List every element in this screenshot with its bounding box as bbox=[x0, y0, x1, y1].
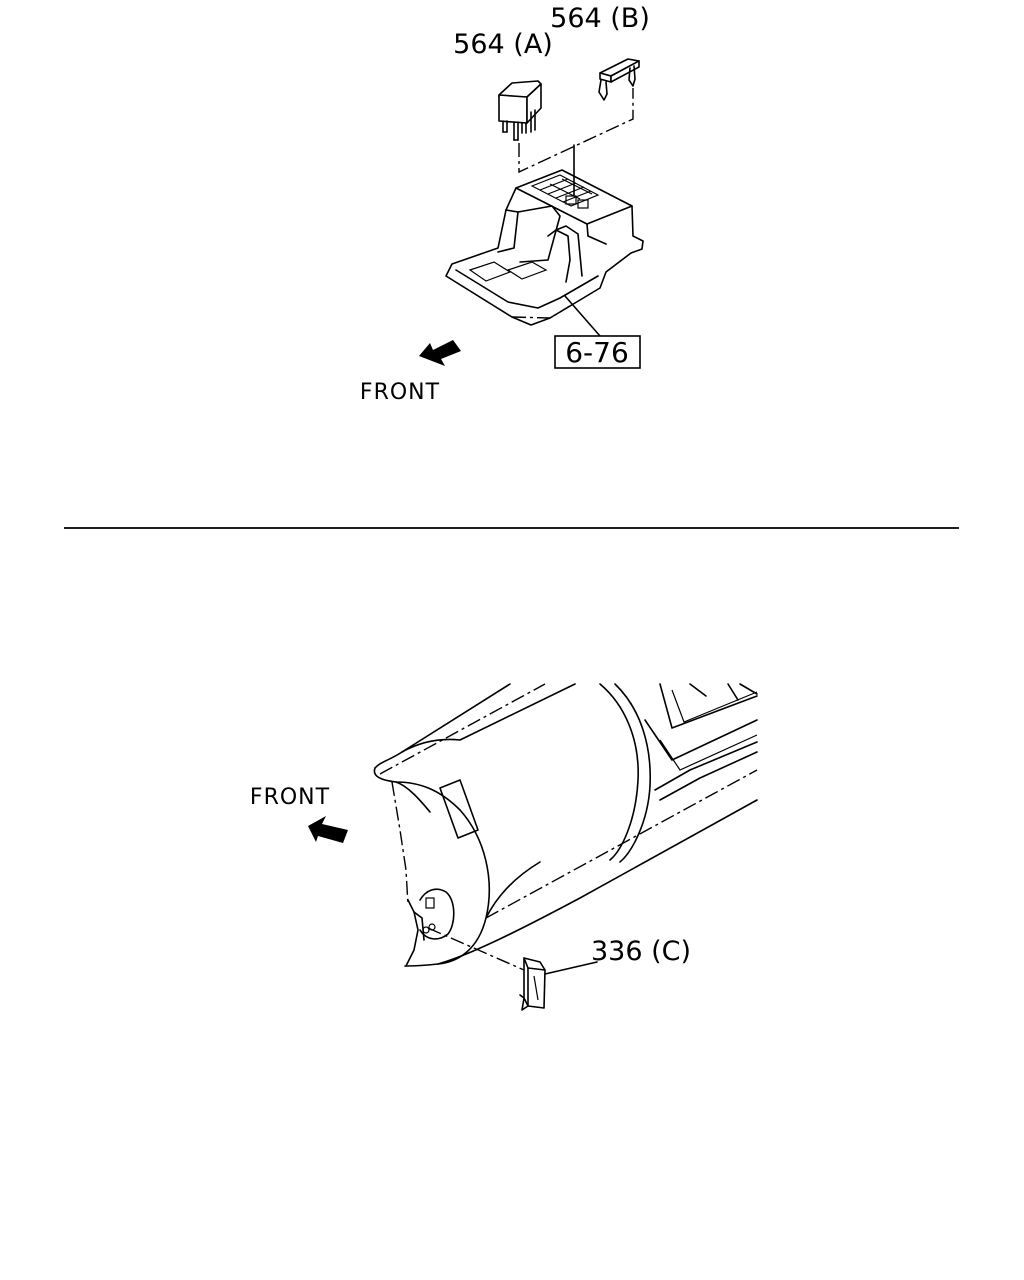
fuse-cover-564-b[interactable] bbox=[598, 58, 640, 101]
front-arrow-down-left-icon bbox=[419, 340, 461, 366]
front-label-top: FRONT bbox=[360, 380, 440, 405]
callout-336-c[interactable]: 336 (C) bbox=[591, 936, 691, 967]
fuse-box-housing bbox=[445, 169, 644, 326]
callout-564-b[interactable]: 564 (B) bbox=[550, 3, 650, 34]
instrument-panel bbox=[373, 683, 758, 967]
callout-564-a[interactable]: 564 (A) bbox=[453, 29, 553, 60]
top-view: 6-76 564 (A) 564 (B) FRONT bbox=[360, 3, 650, 405]
assembly-leaders-top bbox=[518, 88, 634, 197]
front-label-bottom: FRONT bbox=[250, 785, 330, 810]
bottom-view: 336 (C) FRONT bbox=[250, 683, 758, 1011]
ref-leader bbox=[564, 295, 601, 337]
ref-box bbox=[554, 335, 641, 369]
assembly-leader-bottom bbox=[427, 927, 525, 971]
relay-564-a[interactable] bbox=[498, 80, 542, 141]
front-arrow-up-left-icon bbox=[308, 816, 348, 843]
ref-label-6-76[interactable]: 6-76 bbox=[565, 336, 629, 369]
callout-leader-336 bbox=[544, 961, 598, 975]
bracket-336-c[interactable] bbox=[519, 957, 546, 1011]
